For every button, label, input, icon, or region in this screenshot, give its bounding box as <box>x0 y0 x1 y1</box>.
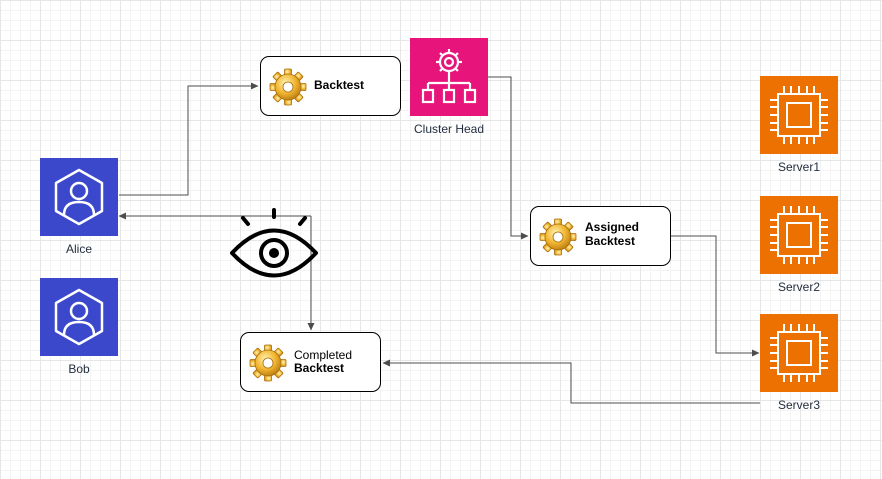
processor-chip-icon <box>760 76 838 154</box>
user-icon <box>40 278 118 356</box>
task-label: Backtest <box>314 78 365 92</box>
user-node-bob[interactable] <box>40 278 118 356</box>
user-icon <box>40 158 118 236</box>
edge-clusterhead-to-assigned <box>488 76 529 240</box>
server-label-3: Server3 <box>777 398 821 412</box>
edge-alice-to-backtest <box>119 82 259 196</box>
cluster-head-node[interactable] <box>410 38 488 116</box>
task-label-line1: Completed <box>294 348 353 362</box>
task-label-line1: Assigned <box>585 220 640 234</box>
gear-icon <box>539 218 577 256</box>
gear-icon <box>249 344 287 382</box>
server-node-1[interactable] <box>760 76 838 154</box>
processor-chip-icon <box>760 314 838 392</box>
cluster-hierarchy-icon <box>410 38 488 116</box>
server-label-2: Server2 <box>777 280 821 294</box>
processor-chip-icon <box>760 196 838 274</box>
gear-icon <box>269 68 307 106</box>
task-assigned-backtest[interactable]: Assigned Backtest <box>530 206 671 266</box>
cluster-head-label: Cluster Head <box>413 122 485 136</box>
user-label-bob: Bob <box>68 362 90 376</box>
user-label-alice: Alice <box>65 242 92 256</box>
server-node-2[interactable] <box>760 196 838 274</box>
task-label-line2: Backtest <box>294 361 345 375</box>
server-node-3[interactable] <box>760 314 838 392</box>
task-backtest[interactable]: Backtest <box>260 56 401 116</box>
task-label-line2: Backtest <box>585 234 636 248</box>
task-completed-backtest[interactable]: Completed Backtest <box>240 332 381 392</box>
eye-icon <box>230 208 318 278</box>
edge-server3-to-completed <box>382 359 760 404</box>
user-node-alice[interactable] <box>40 158 118 236</box>
server-label-1: Server1 <box>777 160 821 174</box>
edge-assigned-to-server3 <box>671 235 760 357</box>
